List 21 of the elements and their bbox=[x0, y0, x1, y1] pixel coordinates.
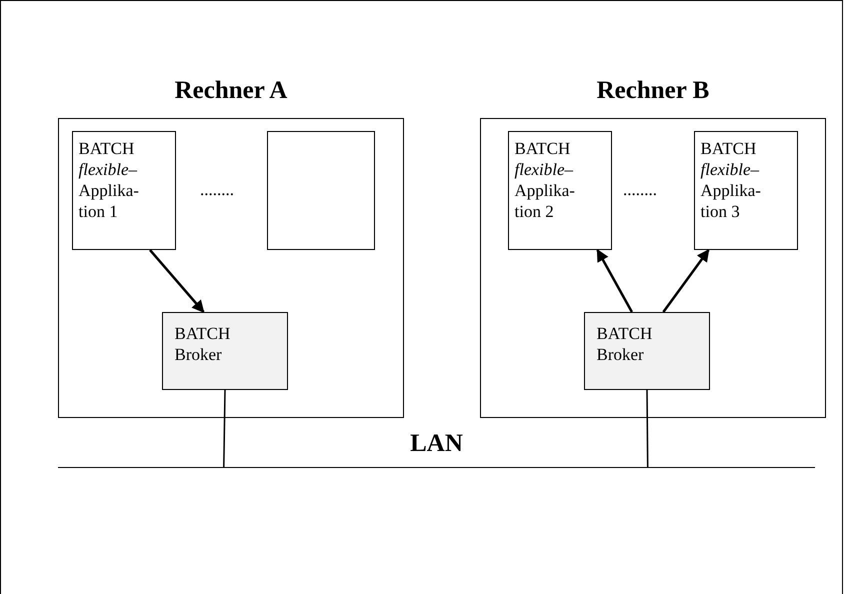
broker-label: BATCH Broker bbox=[596, 322, 654, 364]
broker-box bbox=[162, 312, 288, 390]
broker-box bbox=[584, 312, 710, 390]
arrow bbox=[596, 248, 633, 313]
computer-title: Rechner B bbox=[596, 77, 710, 105]
arrow bbox=[149, 249, 205, 313]
ellipsis-dots: ........ bbox=[623, 180, 657, 200]
application-label: BATCH flexible– Applika- tion 3 bbox=[700, 138, 762, 222]
application-box bbox=[694, 130, 798, 250]
arrow bbox=[662, 249, 710, 313]
ellipsis-dots: ........ bbox=[200, 180, 234, 200]
application-box bbox=[508, 130, 612, 250]
empty-box bbox=[266, 130, 374, 250]
connection-line bbox=[223, 390, 226, 468]
connection-line bbox=[646, 390, 648, 468]
computer-title: Rechner A bbox=[174, 77, 288, 105]
application-label: BATCH flexible– Applika- tion 2 bbox=[514, 138, 576, 222]
application-box bbox=[72, 130, 176, 250]
network-label: LAN bbox=[409, 430, 464, 458]
application-label: BATCH flexible– Applika- tion 1 bbox=[78, 138, 140, 222]
broker-label: BATCH Broker bbox=[174, 322, 232, 364]
